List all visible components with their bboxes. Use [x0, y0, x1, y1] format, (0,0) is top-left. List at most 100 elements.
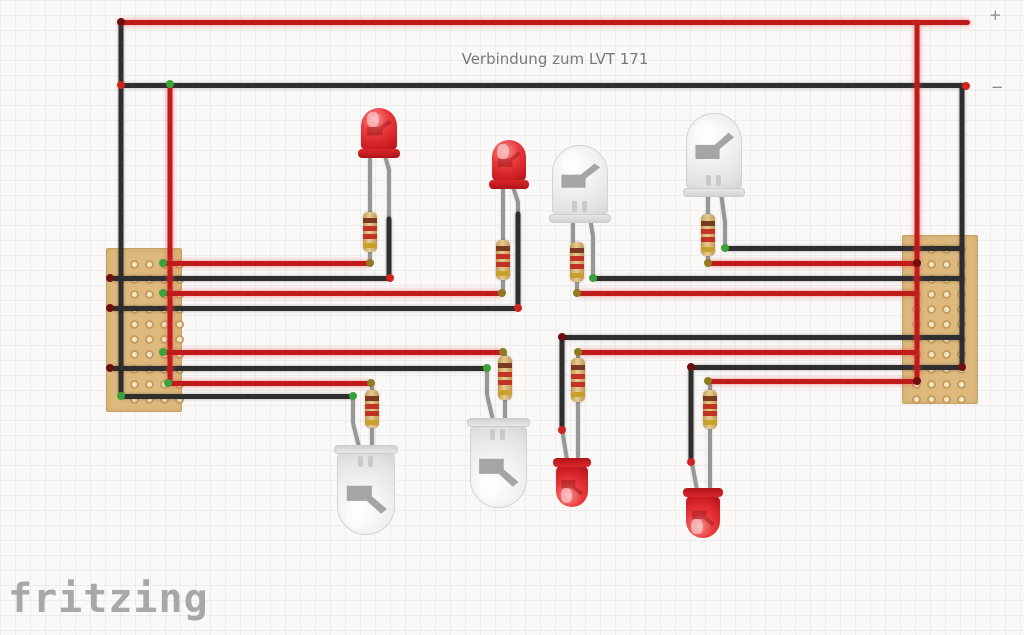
resistor-band	[570, 273, 584, 278]
led-leg	[719, 192, 727, 223]
led7-anode-h[interactable]	[578, 349, 917, 355]
junction-dot-green	[117, 392, 125, 400]
resistor-band	[365, 420, 379, 425]
bus-top-positive[interactable]	[118, 22, 124, 396]
led8-cathode-v[interactable]	[688, 367, 694, 462]
led-leg	[368, 152, 372, 214]
led-highlight	[691, 519, 703, 534]
led-inner-pin	[582, 201, 588, 212]
resistor-band	[701, 237, 715, 242]
led7-cathode-h[interactable]	[562, 334, 962, 340]
strip-hole	[941, 394, 951, 404]
junction-dot-red	[558, 426, 566, 434]
led1-anode-h[interactable]	[163, 260, 370, 266]
resistor-led1[interactable]	[363, 212, 377, 252]
junction-dot-red	[687, 458, 695, 466]
led5-white-bottom-left[interactable]	[334, 445, 398, 535]
strip-hole	[129, 259, 139, 269]
resistor-led2[interactable]	[496, 240, 510, 280]
junction-dot-olive	[367, 379, 375, 387]
led2-cathode-h[interactable]	[112, 305, 518, 311]
led-flange	[489, 180, 529, 189]
strip-hole	[956, 379, 966, 389]
resistor-led7[interactable]	[571, 358, 585, 402]
junction-dot-olive	[498, 289, 506, 297]
junction-dot-olive	[366, 259, 374, 267]
bus-left-red[interactable]	[959, 85, 965, 367]
led5-cathode-h[interactable]	[121, 393, 353, 399]
led4-white-top-right[interactable]	[683, 113, 745, 197]
led3-anode-h[interactable]	[577, 290, 917, 296]
bus-right-vertical-red[interactable]	[914, 22, 920, 381]
resistor-led4[interactable]	[701, 214, 715, 256]
strip-hole	[926, 349, 936, 359]
strip-hole	[941, 259, 951, 269]
led1-red-top-left[interactable]	[358, 108, 400, 158]
resistor-band	[571, 382, 585, 387]
junction-dot-olive	[704, 259, 712, 267]
led1-cathode-v[interactable]	[386, 216, 392, 278]
led-highlight	[694, 119, 714, 145]
led5-anode-h[interactable]	[168, 380, 371, 386]
resistor-band	[571, 365, 585, 370]
led2-cathode-v[interactable]	[515, 211, 521, 308]
led-leg	[576, 400, 580, 460]
strip-hole	[129, 289, 139, 299]
led6-white-bottom-mid[interactable]	[466, 418, 530, 508]
led-leg	[708, 427, 712, 490]
led3-cathode-h[interactable]	[593, 275, 964, 281]
resistor-band	[701, 221, 715, 226]
resistor-band	[365, 411, 379, 416]
resistor-led8[interactable]	[703, 390, 717, 429]
strip-hole	[129, 334, 139, 344]
led-inner-pin	[357, 456, 363, 467]
led7-cathode-v[interactable]	[559, 337, 565, 430]
wire-annotation-label[interactable]: Verbindung zum LVT 171	[461, 50, 649, 68]
led-highlight	[346, 500, 366, 528]
led-highlight	[366, 112, 379, 127]
resistor-band	[496, 262, 510, 267]
strip-hole	[129, 319, 139, 329]
resistor-led6[interactable]	[498, 356, 512, 400]
strip-hole	[174, 319, 184, 329]
junction-dot-maroon	[106, 304, 114, 312]
led8-red-bottom-right[interactable]	[683, 488, 723, 538]
resistor-led3[interactable]	[570, 242, 584, 282]
junction-dot-olive	[499, 348, 507, 356]
bus-ground-top[interactable]	[118, 82, 966, 88]
led-flange	[683, 488, 723, 497]
led8-cathode-h[interactable]	[691, 364, 962, 370]
led-inner-pin	[368, 456, 374, 467]
bus-top-red[interactable]	[118, 19, 970, 25]
strip-hole	[941, 304, 951, 314]
resistor-band	[701, 229, 715, 234]
led6-anode-h[interactable]	[163, 349, 503, 355]
led-leg	[485, 394, 495, 421]
resistor-band	[571, 392, 585, 397]
led6-cathode-h[interactable]	[112, 365, 487, 371]
junction-dot-red	[514, 304, 522, 312]
led3-white-top-mid[interactable]	[549, 145, 611, 223]
led-flange	[553, 458, 591, 467]
resistor-band	[570, 264, 584, 269]
strip-hole	[926, 259, 936, 269]
strip-hole	[941, 349, 951, 359]
resistor-band	[363, 243, 377, 248]
led8-anode-h[interactable]	[708, 378, 917, 384]
strip-hole	[956, 394, 966, 404]
junction-dot-olive	[574, 348, 582, 356]
resistor-band	[363, 226, 377, 231]
led2-anode-h[interactable]	[163, 290, 502, 296]
led7-red-bottom-mid[interactable]	[553, 458, 591, 507]
resistor-led5[interactable]	[365, 390, 379, 428]
bus-left-vertical-red[interactable]	[167, 85, 173, 383]
led-dome	[361, 108, 397, 150]
junction-dot-maroon	[687, 363, 695, 371]
led4-anode-h[interactable]	[708, 260, 919, 266]
led1-cathode-h[interactable]	[112, 275, 389, 281]
junction-dot-green	[589, 274, 597, 282]
strip-hole	[926, 379, 936, 389]
strip-hole	[144, 379, 154, 389]
led4-cathode-h[interactable]	[725, 245, 964, 251]
led2-red-top-mid[interactable]	[489, 140, 529, 189]
